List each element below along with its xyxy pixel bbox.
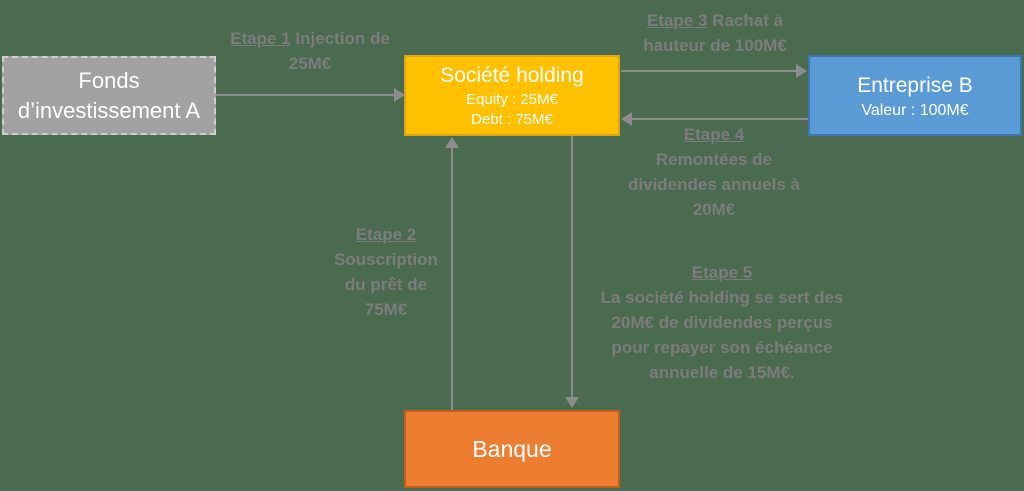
arrow-etape1-shaft bbox=[216, 94, 397, 96]
label-etape1: Etape 1 Injection de 25M€ bbox=[228, 26, 392, 76]
label-etape5-text: La société holding se sert des 20M€ de d… bbox=[600, 288, 844, 382]
arrow-etape4-shaft bbox=[631, 118, 808, 120]
label-etape1-text: Injection de 25M€ bbox=[288, 29, 390, 73]
arrow-etape2-head-icon bbox=[445, 137, 459, 148]
arrow-etape4-head-icon bbox=[621, 112, 632, 126]
node-fund-title: Fonds d’investissement A bbox=[17, 67, 201, 123]
label-etape4-text: Remontées de dividendes annuels à 20M€ bbox=[628, 150, 800, 219]
label-etape2: Etape 2 Souscription du prêt de 75M€ bbox=[325, 222, 447, 322]
node-target-value: Valeur : 100M€ bbox=[861, 101, 969, 119]
node-fonds-investissement-a: Fonds d’investissement A bbox=[2, 56, 216, 135]
node-holding-equity: Equity : 25M€ bbox=[466, 91, 558, 108]
label-etape4: Etape 4 Remontées de dividendes annuels … bbox=[618, 122, 810, 222]
label-etape2-step: Etape 2 bbox=[355, 225, 417, 244]
arrow-etape3-shaft bbox=[621, 70, 798, 72]
node-holding-title: Société holding bbox=[440, 64, 584, 87]
arrow-etape2-shaft bbox=[451, 147, 453, 410]
node-banque: Banque bbox=[404, 410, 620, 488]
node-target-title: Entreprise B bbox=[857, 73, 973, 97]
arrow-etape5-head-icon bbox=[565, 397, 579, 408]
label-etape4-step: Etape 4 bbox=[683, 125, 745, 144]
label-etape3: Etape 3 Rachat à hauteur de 100M€ bbox=[626, 8, 804, 58]
node-bank-title: Banque bbox=[472, 435, 552, 462]
label-etape3-step: Etape 3 bbox=[646, 11, 708, 30]
arrow-etape3-head-icon bbox=[796, 64, 807, 78]
label-etape1-step: Etape 1 bbox=[230, 29, 291, 48]
arrow-etape1-head-icon bbox=[394, 88, 405, 102]
arrow-etape5-shaft bbox=[571, 136, 573, 398]
label-etape5-step: Etape 5 bbox=[691, 263, 753, 282]
node-entreprise-b: Entreprise B Valeur : 100M€ bbox=[808, 55, 1022, 136]
label-etape3-text: Rachat à hauteur de 100M€ bbox=[643, 11, 787, 55]
label-etape5: Etape 5 La société holding se sert des 2… bbox=[591, 260, 853, 385]
node-holding-debt: Debt : 75M€ bbox=[471, 111, 553, 128]
label-etape2-text: Souscription du prêt de 75M€ bbox=[334, 250, 438, 319]
node-societe-holding: Société holding Equity : 25M€ Debt : 75M… bbox=[404, 55, 620, 136]
